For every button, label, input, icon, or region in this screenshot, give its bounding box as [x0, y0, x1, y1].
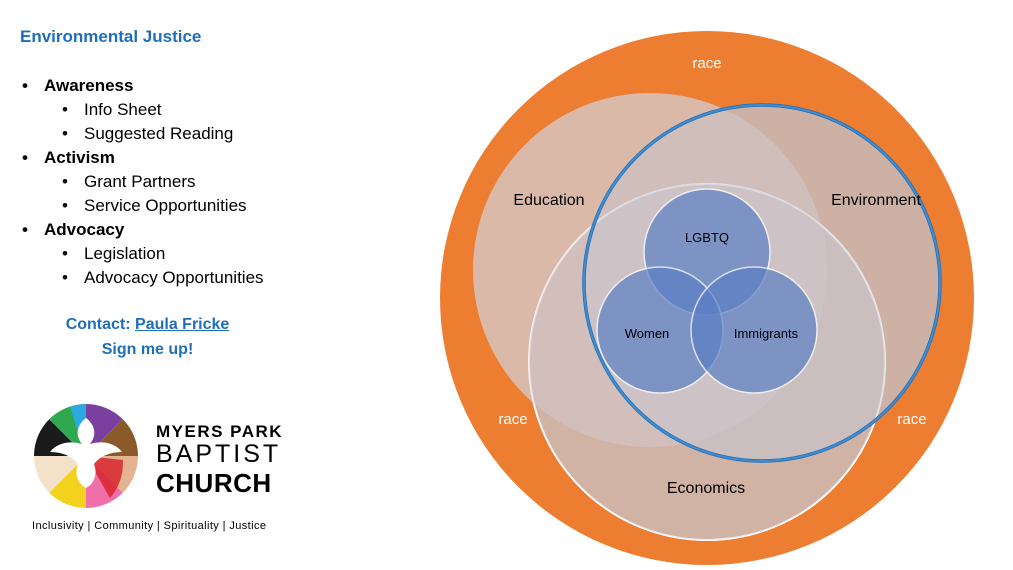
menu-item-legislation[interactable]: Legislation: [22, 242, 264, 266]
logo-text-line1: MYERS PARK: [156, 422, 284, 441]
menu-item-awareness[interactable]: Awareness: [22, 74, 264, 98]
immigrants-label: Immigrants: [734, 326, 799, 341]
menu-item-activism[interactable]: Activism: [22, 146, 264, 170]
menu-item-suggested-reading[interactable]: Suggested Reading: [22, 122, 264, 146]
signup-link[interactable]: Sign me up!: [101, 341, 194, 358]
education-label: Education: [513, 192, 584, 209]
logo-text-line3: CHURCH: [156, 468, 272, 498]
menu-list: Awareness Info Sheet Suggested Reading A…: [22, 74, 264, 290]
environment-label: Environment: [831, 192, 921, 209]
contact-label: Contact:: [65, 316, 131, 333]
menu-item-service-opportunities[interactable]: Service Opportunities: [22, 194, 264, 218]
race-label-right: race: [897, 411, 926, 428]
contact-line: Contact: Paula Fricke: [0, 316, 295, 334]
menu-item-grant-partners[interactable]: Grant Partners: [22, 170, 264, 194]
page-title: Environmental Justice: [20, 27, 202, 46]
women-label: Women: [625, 326, 670, 341]
lgbtq-label: LGBTQ: [685, 230, 729, 245]
church-logo: MYERS PARK BAPTIST CHURCH Inclusivity | …: [30, 400, 290, 540]
race-label-left: race: [498, 411, 527, 428]
contact-link[interactable]: Paula Fricke: [135, 316, 230, 333]
economics-label: Economics: [667, 480, 745, 497]
logo-text-line2: BAPTIST: [156, 440, 282, 468]
menu-item-advocacy[interactable]: Advocacy: [22, 218, 264, 242]
logo-wheel-icon: [33, 403, 139, 509]
logo-tagline: Inclusivity | Community | Spirituality |…: [32, 520, 267, 532]
immigrants-circle: [690, 266, 818, 394]
menu-item-info-sheet[interactable]: Info Sheet: [22, 98, 264, 122]
race-label-top: race: [692, 55, 721, 72]
menu-item-advocacy-opportunities[interactable]: Advocacy Opportunities: [22, 266, 264, 290]
